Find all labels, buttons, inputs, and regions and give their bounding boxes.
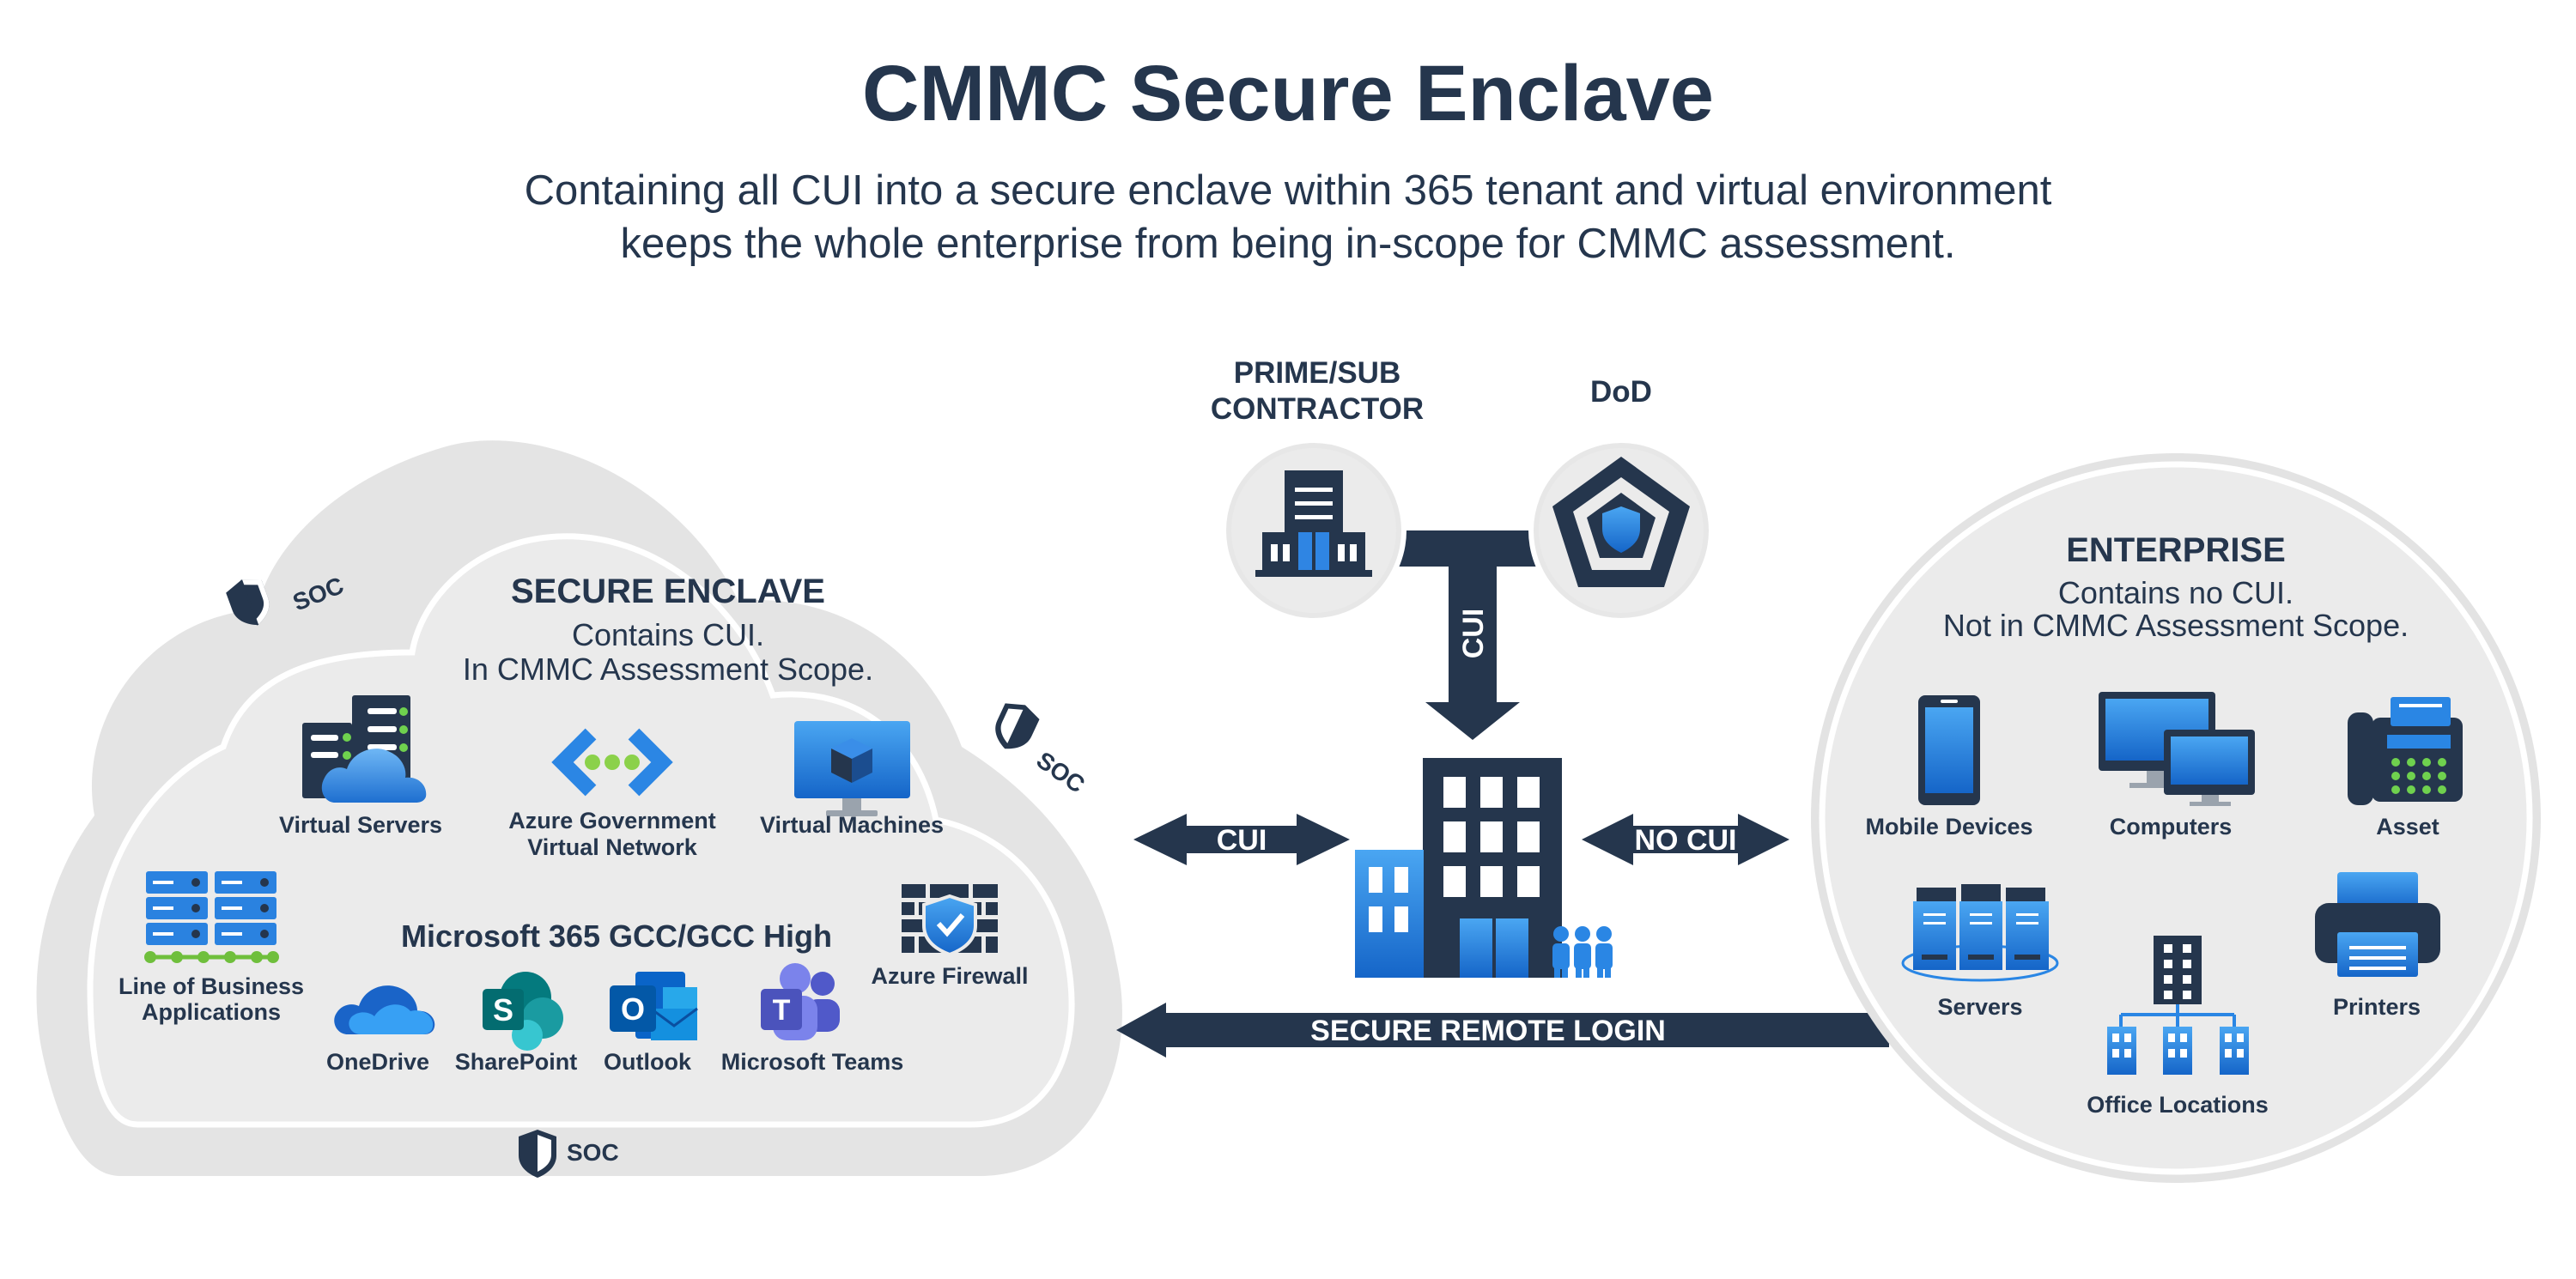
dod-label: DoD — [1590, 375, 1652, 409]
cui-arrow-label: CUI — [1217, 824, 1267, 857]
outlook-label: Outlook — [604, 1049, 692, 1075]
computers-label: Computers — [2110, 814, 2233, 840]
people-icon — [1552, 926, 1613, 978]
mobile-devices-label: Mobile Devices — [1865, 814, 2032, 840]
page-subtitle-line-1: Containing all CUI into a secure enclave… — [525, 167, 2052, 214]
office-locations-label: Office Locations — [2087, 1092, 2269, 1118]
sharepoint-letter: S — [493, 992, 513, 1027]
teams-icon: T — [761, 963, 840, 1040]
shield-icon — [519, 1130, 556, 1178]
onedrive-icon — [334, 985, 435, 1034]
virtual-machines-icon — [794, 721, 910, 816]
computers-icon — [2099, 692, 2255, 806]
lob-label-line-2: Applications — [142, 999, 281, 1025]
azure-firewall-icon — [902, 884, 998, 957]
teams-label: Microsoft Teams — [721, 1049, 904, 1075]
m365-title: Microsoft 365 GCC/GCC High — [401, 918, 832, 954]
asset-label: Asset — [2376, 814, 2439, 840]
office-locations-icon — [2107, 936, 2249, 1075]
page-subtitle-line-2: keeps the whole enterprise from being in… — [620, 221, 1955, 267]
azure-gov-label-line-2: Virtual Network — [527, 834, 698, 860]
no-cui-arrow-label: NO CUI — [1635, 824, 1737, 857]
secure-remote-login-arrow — [1116, 1003, 1889, 1058]
office-building-icon — [1255, 470, 1372, 577]
dod-node — [1528, 438, 1714, 623]
teams-letter: T — [773, 994, 791, 1027]
enterprise-title: ENTERPRISE — [2066, 531, 2286, 569]
cui-vertical-label: CUI — [1457, 609, 1490, 659]
soc-label: SOC — [1032, 747, 1090, 798]
servers-label: Servers — [1937, 994, 2022, 1020]
printers-label: Printers — [2333, 994, 2421, 1020]
enclave-desc-line-2: In CMMC Assessment Scope. — [463, 652, 873, 687]
virtual-machines-label: Virtual Machines — [760, 812, 944, 838]
enclave-desc-line-1: Contains CUI. — [572, 617, 764, 652]
enclave-title: SECURE ENCLAVE — [511, 573, 825, 610]
lob-applications-icon — [144, 871, 279, 963]
page-title: CMMC Secure Enclave — [862, 50, 1714, 137]
sharepoint-icon: S — [483, 972, 563, 1051]
enterprise-desc-line-2: Not in CMMC Assessment Scope. — [1943, 608, 2409, 643]
soc-label: SOC — [567, 1139, 619, 1166]
virtual-servers-icon — [302, 695, 427, 803]
mobile-device-icon — [1918, 695, 1980, 805]
onedrive-label: OneDrive — [326, 1049, 429, 1075]
printer-icon — [2315, 872, 2440, 977]
outlook-letter: O — [621, 991, 645, 1027]
virtual-servers-label: Virtual Servers — [279, 812, 442, 838]
shield-icon — [995, 703, 1040, 749]
prime-sub-label-line-2: CONTRACTOR — [1211, 392, 1424, 426]
company-headquarters-icon — [1355, 758, 1613, 978]
pentagon-shield-icon — [1552, 457, 1690, 587]
cui-double-arrow — [1133, 814, 1350, 865]
outlook-icon: O — [610, 972, 698, 1040]
secure-remote-login-label: SECURE REMOTE LOGIN — [1310, 1015, 1666, 1047]
prime-sub-label-line-1: PRIME/SUB — [1234, 356, 1400, 390]
prime-sub-contractor-node — [1221, 438, 1406, 623]
enterprise-desc-line-1: Contains no CUI. — [2058, 575, 2293, 610]
soc-badge-bottom: SOC — [519, 1130, 619, 1178]
azure-gov-label-line-1: Azure Government — [508, 808, 716, 833]
azure-vnet-icon — [551, 728, 673, 797]
sharepoint-label: SharePoint — [455, 1049, 578, 1075]
no-cui-double-arrow — [1582, 814, 1789, 865]
lob-label-line-1: Line of Business — [118, 973, 304, 999]
phone-fax-icon — [2348, 697, 2463, 805]
servers-icon — [1901, 884, 2059, 982]
shield-icon — [226, 579, 270, 626]
azure-firewall-label: Azure Firewall — [871, 963, 1028, 989]
enterprise-circle — [1811, 453, 2541, 1183]
